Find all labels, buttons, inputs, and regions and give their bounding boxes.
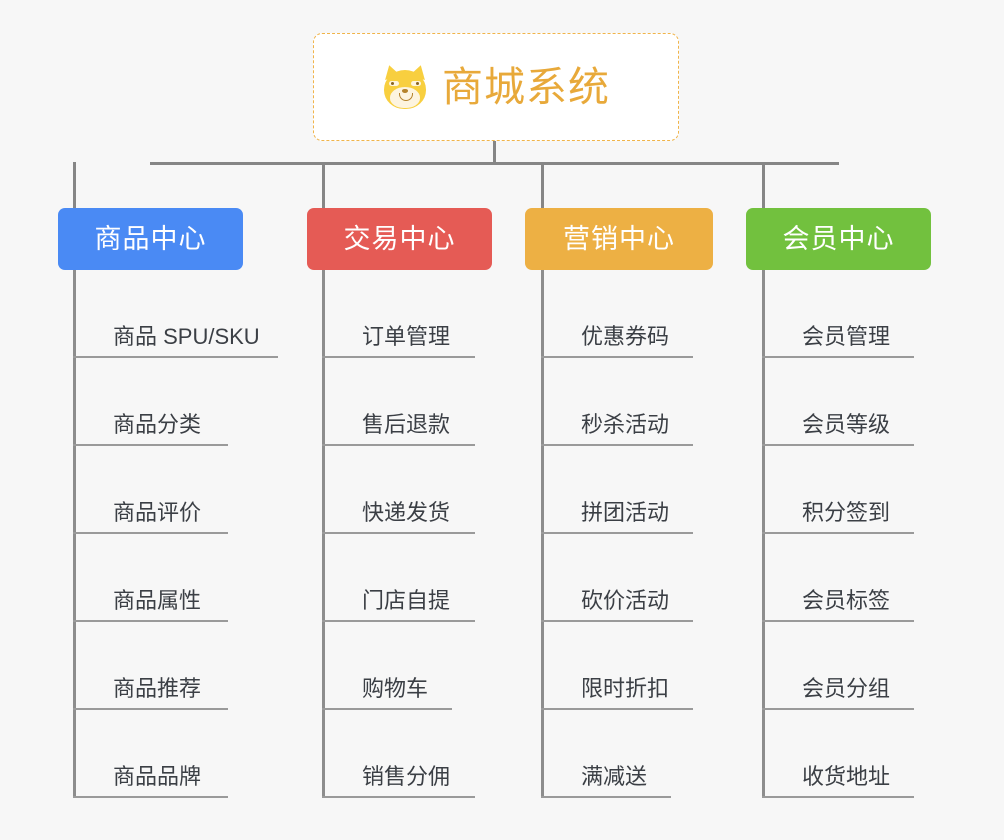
connector-drop-1 bbox=[73, 162, 76, 208]
leaf-item[interactable]: 快递发货 bbox=[322, 446, 485, 534]
leaf-label: 拼团活动 bbox=[581, 500, 670, 525]
root-node-shopping-mall-system[interactable]: 商城系统 bbox=[313, 33, 679, 141]
connector-horizontal-bus bbox=[150, 162, 839, 165]
leaf-item[interactable]: 优惠券码 bbox=[541, 270, 703, 358]
category-box-4[interactable]: 会员中心 bbox=[746, 208, 931, 270]
leaf-item[interactable]: 门店自提 bbox=[322, 534, 485, 622]
leaf-underline bbox=[322, 620, 475, 622]
leaf-underline bbox=[762, 796, 914, 798]
leaf-label: 商品品牌 bbox=[113, 764, 202, 789]
root-title: 商城系统 bbox=[442, 63, 610, 110]
shiba-dog-face-icon bbox=[381, 63, 429, 110]
leaf-underline bbox=[762, 444, 914, 446]
leaf-underline bbox=[73, 708, 228, 710]
leaf-underline bbox=[762, 532, 914, 534]
leaf-label: 会员标签 bbox=[802, 588, 891, 613]
leaf-label: 购物车 bbox=[362, 676, 429, 701]
leaf-underline bbox=[762, 356, 914, 358]
leaf-item[interactable]: 商品评价 bbox=[73, 446, 238, 534]
leaf-label: 秒杀活动 bbox=[581, 412, 670, 437]
leaf-underline bbox=[541, 444, 693, 446]
column-spine bbox=[762, 270, 765, 798]
leaf-underline bbox=[73, 620, 228, 622]
leaf-underline bbox=[73, 356, 278, 358]
leaf-label: 会员等级 bbox=[802, 412, 891, 437]
leaf-underline bbox=[762, 620, 914, 622]
leaf-item[interactable]: 商品推荐 bbox=[73, 622, 238, 710]
leaf-label: 销售分佣 bbox=[362, 764, 451, 789]
leaf-underline bbox=[541, 708, 693, 710]
category-label: 营销中心 bbox=[563, 223, 675, 254]
leaf-item[interactable]: 商品品牌 bbox=[73, 710, 238, 798]
category-label: 交易中心 bbox=[343, 223, 456, 254]
leaf-label: 售后退款 bbox=[362, 412, 451, 437]
leaf-underline bbox=[322, 708, 452, 710]
leaf-item[interactable]: 会员分组 bbox=[762, 622, 924, 710]
leaf-label: 优惠券码 bbox=[581, 324, 670, 349]
category-box-3[interactable]: 营销中心 bbox=[525, 208, 713, 270]
leaf-column-3: 优惠券码秒杀活动拼团活动砍价活动限时折扣满减送 bbox=[541, 270, 801, 798]
leaf-underline bbox=[73, 796, 228, 798]
leaf-item[interactable]: 满减送 bbox=[541, 710, 681, 798]
connector-drop-2 bbox=[322, 162, 325, 208]
leaf-underline bbox=[322, 532, 475, 534]
category-box-1[interactable]: 商品中心 bbox=[58, 208, 243, 270]
leaf-label: 会员管理 bbox=[802, 324, 891, 349]
column-spine bbox=[73, 270, 76, 798]
leaf-label: 门店自提 bbox=[362, 588, 451, 613]
leaf-item[interactable]: 积分签到 bbox=[762, 446, 924, 534]
leaf-column-2: 订单管理售后退款快递发货门店自提购物车销售分佣 bbox=[322, 270, 582, 798]
leaf-underline bbox=[73, 444, 228, 446]
leaf-item[interactable]: 销售分佣 bbox=[322, 710, 485, 798]
leaf-label: 商品分类 bbox=[113, 412, 202, 437]
leaf-item[interactable]: 砍价活动 bbox=[541, 534, 703, 622]
leaf-label: 快递发货 bbox=[362, 500, 451, 525]
leaf-underline bbox=[73, 532, 228, 534]
leaf-item[interactable]: 购物车 bbox=[322, 622, 462, 710]
connector-drop-4 bbox=[762, 162, 765, 208]
leaf-underline bbox=[541, 356, 693, 358]
column-spine bbox=[322, 270, 325, 798]
leaf-label: 砍价活动 bbox=[581, 588, 670, 613]
leaf-item[interactable]: 限时折扣 bbox=[541, 622, 703, 710]
leaf-item[interactable]: 订单管理 bbox=[322, 270, 485, 358]
leaf-column-4: 会员管理会员等级积分签到会员标签会员分组收货地址 bbox=[762, 270, 1004, 798]
connector-drop-3 bbox=[541, 162, 544, 208]
category-label: 商品中心 bbox=[94, 223, 207, 254]
leaf-underline bbox=[541, 532, 693, 534]
leaf-label: 会员分组 bbox=[802, 676, 891, 701]
leaf-item[interactable]: 商品 SPU/SKU bbox=[73, 270, 288, 358]
connector-root-stem bbox=[493, 141, 496, 165]
leaf-item[interactable]: 售后退款 bbox=[322, 358, 485, 446]
leaf-label: 商品推荐 bbox=[113, 676, 202, 701]
category-label: 会员中心 bbox=[782, 223, 895, 254]
leaf-item[interactable]: 会员管理 bbox=[762, 270, 924, 358]
leaf-label: 商品属性 bbox=[113, 588, 202, 613]
leaf-item[interactable]: 商品分类 bbox=[73, 358, 238, 446]
leaf-item[interactable]: 收货地址 bbox=[762, 710, 924, 798]
column-spine bbox=[541, 270, 544, 798]
leaf-underline bbox=[541, 620, 693, 622]
leaf-item[interactable]: 秒杀活动 bbox=[541, 358, 703, 446]
leaf-label: 商品评价 bbox=[113, 500, 202, 525]
leaf-underline bbox=[541, 796, 671, 798]
leaf-item[interactable]: 商品属性 bbox=[73, 534, 238, 622]
leaf-label: 积分签到 bbox=[802, 500, 891, 525]
leaf-label: 收货地址 bbox=[802, 764, 891, 789]
leaf-label: 订单管理 bbox=[362, 324, 451, 349]
leaf-underline bbox=[762, 708, 914, 710]
leaf-underline bbox=[322, 796, 475, 798]
leaf-label: 满减送 bbox=[581, 764, 648, 789]
leaf-label: 商品 SPU/SKU bbox=[113, 324, 260, 349]
leaf-item[interactable]: 会员等级 bbox=[762, 358, 924, 446]
leaf-underline bbox=[322, 444, 475, 446]
leaf-item[interactable]: 拼团活动 bbox=[541, 446, 703, 534]
category-box-2[interactable]: 交易中心 bbox=[307, 208, 492, 270]
leaf-column-1: 商品 SPU/SKU 商品分类商品评价商品属性商品推荐商品品牌 bbox=[73, 270, 333, 798]
leaf-item[interactable]: 会员标签 bbox=[762, 534, 924, 622]
leaf-underline bbox=[322, 356, 475, 358]
leaf-label: 限时折扣 bbox=[581, 676, 670, 701]
